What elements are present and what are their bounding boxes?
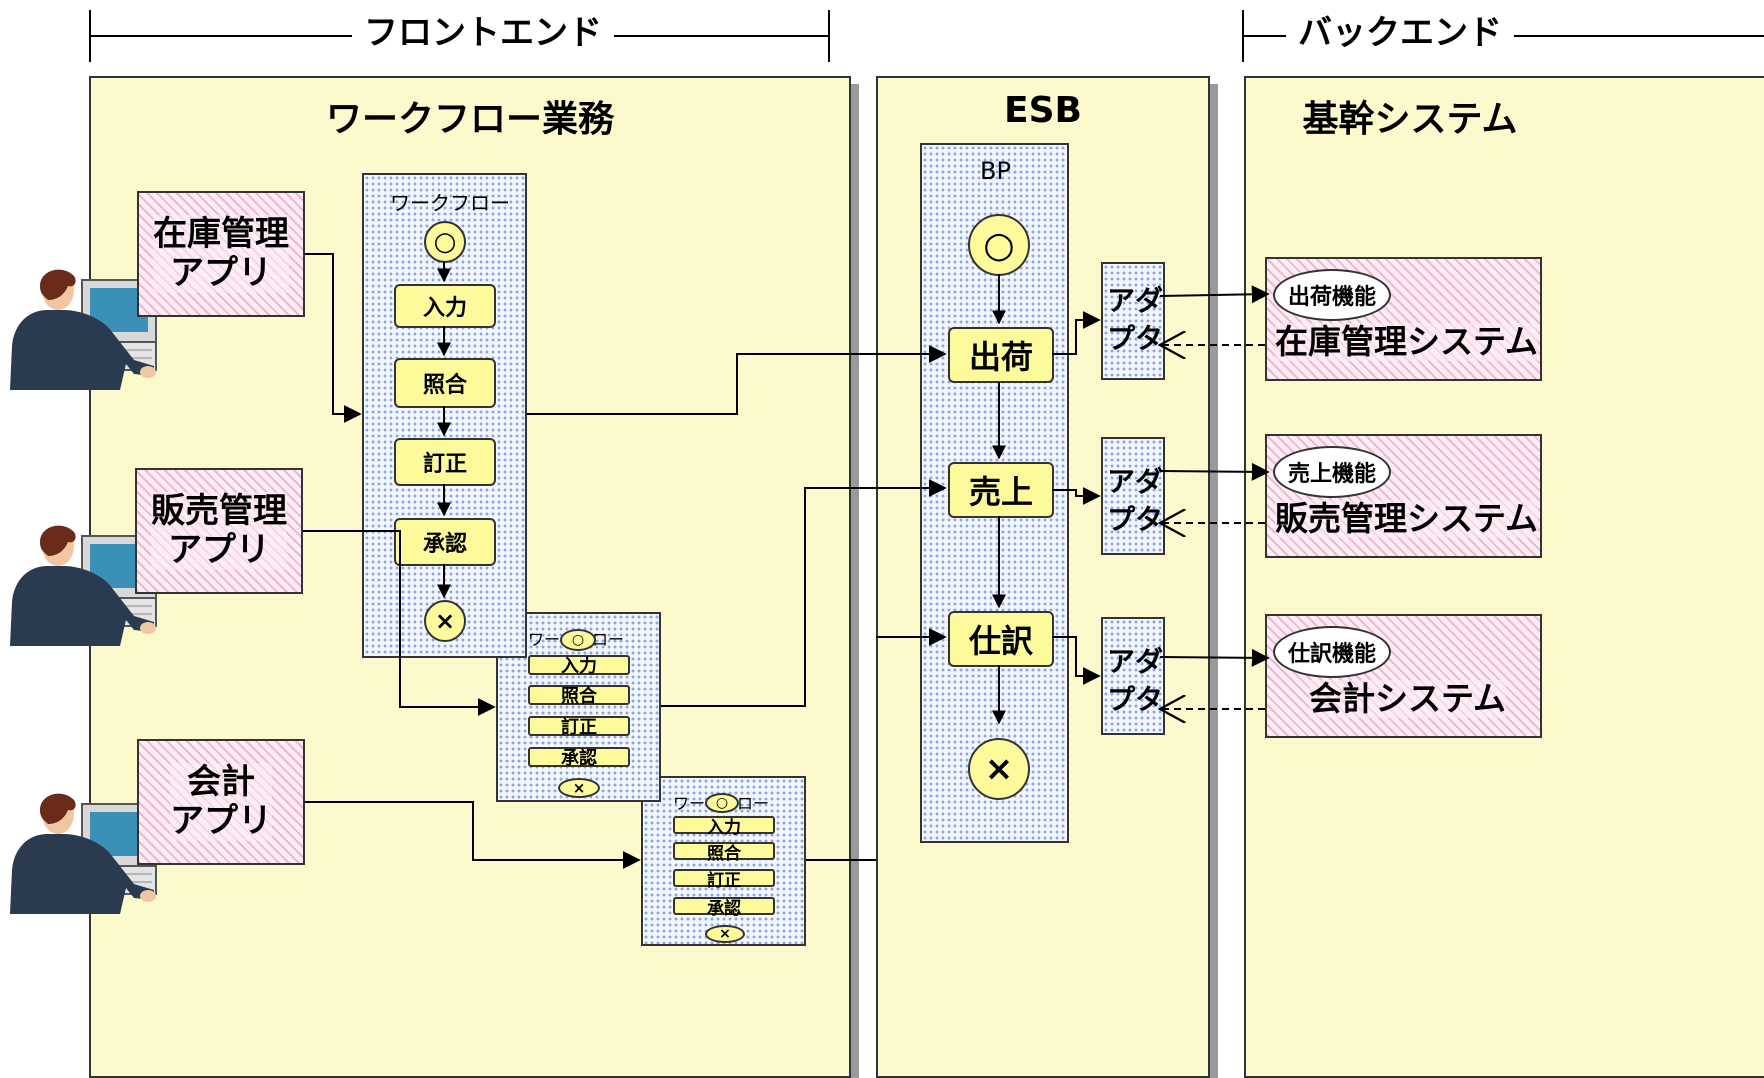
arrow-workflow-to-sales [661, 488, 945, 706]
arrow-adapter-to-shipping-function [1160, 294, 1268, 296]
arrow-journal-to-adapter [1052, 637, 1099, 676]
arrow-app-inventory-to-workflow [305, 254, 360, 414]
arrow-app-sales-to-workflow [303, 531, 494, 707]
arrow-workflow-to-shipping [527, 354, 945, 414]
arrow-app-accounting-to-workflow [305, 802, 639, 860]
arrow-adapter-to-journal-function [1160, 657, 1268, 658]
arrow-shipping-to-adapter [1052, 320, 1099, 354]
arrow-sales-to-adapter [1052, 490, 1099, 496]
arrow-adapter-to-sales-function [1160, 471, 1268, 472]
arrow-workflow-to-journal [806, 637, 945, 860]
